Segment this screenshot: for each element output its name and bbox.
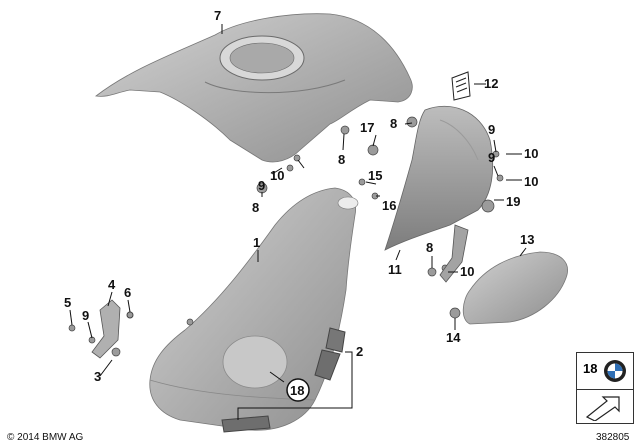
- callout-labels: 7 1 2 3 4 5 6 9 8 9 10 8 8 17 15 16 12 9…: [64, 8, 538, 402]
- tank-cover-upper[interactable]: [95, 13, 413, 163]
- callout-18: 18: [290, 383, 304, 398]
- tank-side-cover[interactable]: [149, 187, 359, 431]
- callout-19: 19: [506, 194, 520, 209]
- callout-3: 3: [94, 369, 101, 384]
- label-sticker[interactable]: [451, 71, 471, 101]
- callout-11: 11: [388, 262, 402, 277]
- rubber-strip-upper[interactable]: [314, 327, 346, 381]
- callout-10-right-upper: 10: [524, 146, 538, 161]
- callout-5: 5: [64, 295, 71, 310]
- small-cover[interactable]: [462, 251, 568, 325]
- callout-18-circle: [286, 378, 310, 402]
- document-number: 382805: [596, 432, 630, 443]
- copyright-text: © 2014 BMW AG: [7, 432, 84, 443]
- callout-8-top: 8: [390, 116, 397, 131]
- callout-13: 13: [520, 232, 534, 247]
- side-trim-panel[interactable]: [384, 105, 494, 251]
- bmw-roundel-logo: [604, 360, 626, 382]
- mounting-bracket[interactable]: [91, 299, 134, 359]
- support-bracket[interactable]: [439, 224, 469, 283]
- arrow-icon: [585, 396, 620, 421]
- callout-10-right-lower: 10: [524, 174, 538, 189]
- callout-9-center: 9: [258, 178, 265, 193]
- callout-7: 7: [214, 8, 221, 23]
- callout-16: 16: [382, 198, 396, 213]
- callout-8-bottom-left: 8: [252, 200, 259, 215]
- callout-10-lower: 10: [460, 264, 474, 279]
- callout-12: 12: [484, 76, 498, 91]
- callout-14: 14: [446, 330, 461, 345]
- fasteners[interactable]: [68, 116, 504, 357]
- callout-17: 17: [360, 120, 374, 135]
- callout-8-center: 8: [338, 152, 345, 167]
- callout-8-lower: 8: [426, 240, 433, 255]
- callout-1: 1: [253, 235, 260, 250]
- callout-2: 2: [356, 344, 363, 359]
- callout-10-center: 10: [270, 168, 284, 183]
- callout-9-right-upper: 9: [488, 122, 495, 137]
- reference-number: 18: [583, 361, 598, 376]
- callout-6: 6: [124, 285, 131, 300]
- callout-15: 15: [368, 168, 382, 183]
- callout-9-left: 9: [82, 308, 89, 323]
- callout-4: 4: [108, 277, 116, 292]
- reference-box-top: 18: [577, 353, 633, 390]
- rubber-strip-lower[interactable]: [221, 415, 271, 433]
- reference-box: 18: [576, 352, 634, 424]
- callout-9-right-lower: 9: [488, 150, 495, 165]
- leader-lines: [69, 24, 527, 420]
